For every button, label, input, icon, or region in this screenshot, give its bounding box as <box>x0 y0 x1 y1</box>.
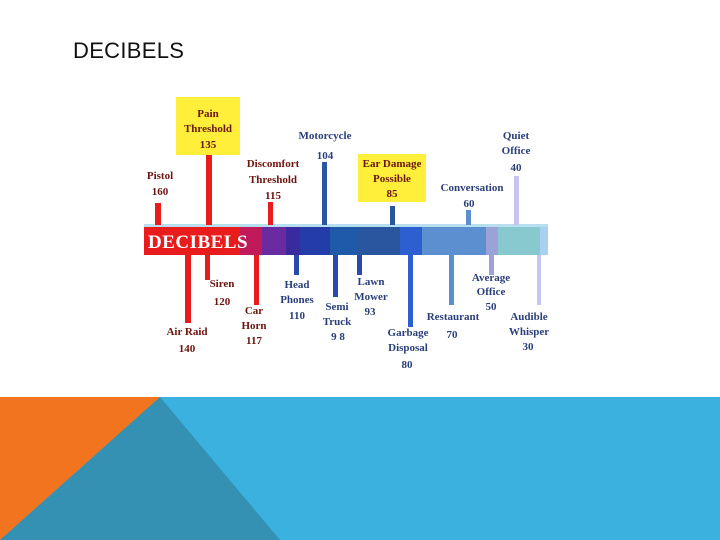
air-raid-label: Air Raid 140 <box>166 326 207 355</box>
svg-text:Mower: Mower <box>354 291 388 303</box>
garbage-disposal-label: Garbage Disposal 80 <box>388 327 429 371</box>
svg-text:140: 140 <box>179 343 196 355</box>
svg-text:Truck: Truck <box>323 316 352 328</box>
head-phones-stem <box>294 255 299 275</box>
svg-text:9 8: 9 8 <box>331 331 345 343</box>
average-office-stem <box>489 255 494 275</box>
svg-text:Car: Car <box>245 305 263 317</box>
svg-text:85: 85 <box>387 188 399 200</box>
garbage-stem <box>408 255 413 327</box>
lawn-mower-label: Lawn Mower 93 <box>354 276 388 318</box>
svg-text:Pistol: Pistol <box>147 170 173 182</box>
svg-text:Whisper: Whisper <box>509 326 549 338</box>
car-horn-stem <box>254 255 259 305</box>
audible-whisper-label: Audible Whisper 30 <box>509 311 549 353</box>
conversation-stem <box>466 210 471 225</box>
svg-text:Discomfort: Discomfort <box>247 158 300 170</box>
siren-label: Siren 120 <box>210 278 235 308</box>
lawn-mower-stem <box>357 255 362 275</box>
quiet-office-label: Quiet Office 40 <box>502 130 531 174</box>
pain-threshold-highlight <box>176 97 240 155</box>
discomfort-threshold-label: Discomfort Threshold 115 <box>247 158 300 202</box>
decibel-diagram: DECIBELS Pain Threshold 135 Pistol 160 D… <box>144 97 549 371</box>
decibel-band: DECIBELS <box>144 224 548 255</box>
siren-stem <box>205 255 210 280</box>
pistol-label: Pistol 160 <box>147 170 173 198</box>
svg-text:Office: Office <box>502 145 531 157</box>
svg-text:Motorcycle: Motorcycle <box>299 130 352 142</box>
svg-text:60: 60 <box>464 198 476 210</box>
footer-decoration <box>0 397 720 540</box>
svg-text:Possible: Possible <box>373 173 411 185</box>
ear-damage-stem <box>390 206 395 225</box>
svg-text:Audible: Audible <box>510 311 547 323</box>
svg-text:Threshold: Threshold <box>249 174 297 186</box>
quiet-office-stem <box>514 176 519 225</box>
band-label: DECIBELS <box>148 232 248 253</box>
svg-text:Phones: Phones <box>280 294 314 306</box>
svg-text:135: 135 <box>200 139 217 151</box>
svg-text:80: 80 <box>402 359 414 371</box>
svg-text:160: 160 <box>152 186 169 198</box>
slide-title: DECIBELS <box>73 38 185 63</box>
svg-text:Office: Office <box>477 286 506 298</box>
svg-text:Air Raid: Air Raid <box>166 326 207 338</box>
svg-text:120: 120 <box>214 296 231 308</box>
pistol-stem <box>155 203 161 225</box>
svg-text:Threshold: Threshold <box>184 123 232 135</box>
svg-text:Garbage: Garbage <box>388 327 429 339</box>
average-office-label: Average Office 50 <box>472 272 510 313</box>
svg-text:Ear Damage: Ear Damage <box>363 158 422 170</box>
svg-text:Pain: Pain <box>197 108 218 120</box>
svg-text:Horn: Horn <box>241 320 266 332</box>
svg-text:Average: Average <box>472 272 510 284</box>
restaurant-stem <box>449 255 454 305</box>
svg-text:Restaurant: Restaurant <box>427 311 480 323</box>
svg-text:104: 104 <box>317 150 334 162</box>
svg-text:Quiet: Quiet <box>503 130 530 142</box>
semi-truck-label: Semi Truck 9 8 <box>323 301 352 343</box>
svg-text:110: 110 <box>289 310 305 322</box>
motorcycle-stem <box>322 162 327 225</box>
svg-text:30: 30 <box>523 341 535 353</box>
semi-truck-stem <box>333 255 338 297</box>
svg-text:Lawn: Lawn <box>358 276 385 288</box>
pain-stem <box>206 155 212 225</box>
svg-text:115: 115 <box>265 190 281 202</box>
car-horn-label: Car Horn 117 <box>241 305 266 347</box>
svg-text:Siren: Siren <box>210 278 235 290</box>
ear-damage-label: Ear Damage Possible 85 <box>363 158 422 200</box>
discomfort-stem <box>268 202 273 225</box>
footer-teal-triangle <box>0 397 280 540</box>
svg-text:Disposal: Disposal <box>388 342 428 354</box>
head-phones-label: Head Phones 110 <box>280 279 314 322</box>
svg-text:50: 50 <box>486 301 498 313</box>
motorcycle-label: Motorcycle 104 <box>299 130 352 162</box>
restaurant-label: Restaurant 70 <box>427 311 480 341</box>
air-raid-stem <box>185 255 191 323</box>
svg-text:Semi: Semi <box>325 301 348 313</box>
svg-text:40: 40 <box>511 162 523 174</box>
ear-damage-highlight <box>358 154 426 202</box>
svg-text:117: 117 <box>246 335 262 347</box>
svg-text:70: 70 <box>447 329 459 341</box>
svg-text:Head: Head <box>284 279 309 291</box>
conversation-label: Conversation 60 <box>441 182 504 210</box>
whisper-stem <box>537 255 541 305</box>
pain-threshold-label: Pain Threshold 135 <box>184 108 232 151</box>
svg-text:Conversation: Conversation <box>441 182 504 194</box>
svg-text:93: 93 <box>365 306 377 318</box>
